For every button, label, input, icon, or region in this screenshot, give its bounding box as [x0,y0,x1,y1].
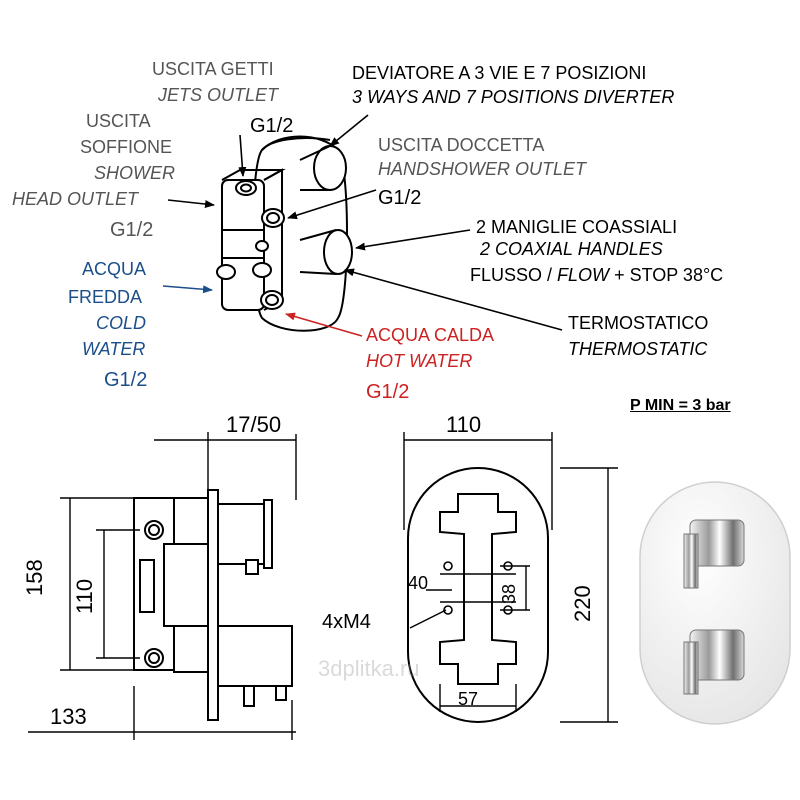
label-hand-it: USCITA DOCCETTA [378,135,545,155]
label-head-en-2: HEAD OUTLET [12,189,139,209]
label-diverter-it: DEVIATORE A 3 VIE E 7 POSIZIONI [352,63,647,83]
label-flow-a: FLUSSO / [470,265,553,285]
label-cold-size: G1/2 [104,369,148,391]
watermark: 3dplitka.ru [318,656,420,681]
label-head-en-1: SHOWER [94,163,175,183]
label-flow-c: + STOP 38°C [614,265,724,285]
label-cold-en-2: WATER [82,339,146,359]
label-pmin: P MIN = 3 bar [630,397,731,414]
front-dimensions [403,432,618,723]
label-handles-en: 2 COAXIAL HANDLES [480,239,663,259]
label-flow-b: FLOW [557,265,610,285]
label-hot-it: ACQUA CALDA [366,325,495,345]
dim-height-total: 158 [22,559,47,596]
dim-depth-range: 17/50 [226,412,282,437]
label-cold-it-2: FREDDA [68,287,143,307]
label-head-it-1: USCITA [86,111,151,131]
label-thermo-it: TERMOSTATICO [568,313,709,333]
front-plate [407,467,549,723]
dim-hole-h: 40 [408,573,429,593]
dim-width: 110 [446,412,482,437]
label-flow-row: FLUSSO / FLOW + STOP 38°C [470,266,723,284]
label-diverter-en: 3 WAYS AND 7 POSITIONS DIVERTER [352,87,675,107]
label-hand-en: HANDSHOWER OUTLET [378,159,587,179]
dim-hole-v: 38 [499,583,519,604]
label-head-it-2: SOFFIONE [80,137,173,157]
label-handles-it: 2 MANIGLIE COASSIALI [476,217,678,237]
label-cold-en-1: COLD [96,313,147,333]
dim-plate-height: 220 [570,585,595,622]
dim-depth: 133 [50,704,87,729]
product-render [639,481,791,725]
label-hand-size: G1/2 [378,187,422,209]
label-cold-it-1: ACQUA [82,259,147,279]
dim-base: 57 [458,689,479,709]
side-dimensions [28,432,297,740]
label-jets-it: USCITA GETTI [152,59,274,79]
label-hot-en: HOT WATER [366,351,473,371]
dim-height-inner: 110 [72,578,97,614]
label-jets-en: JETS OUTLET [158,85,279,105]
dim-screws: 4xM4 [322,611,371,633]
callout-arrows [162,114,563,337]
label-hot-size: G1/2 [366,381,410,403]
label-head-size: G1/2 [110,219,154,241]
label-jets-size: G1/2 [250,115,294,137]
side-view [133,489,293,721]
label-thermo-en: THERMOSTATIC [568,339,708,359]
isometric-valve [216,135,353,332]
